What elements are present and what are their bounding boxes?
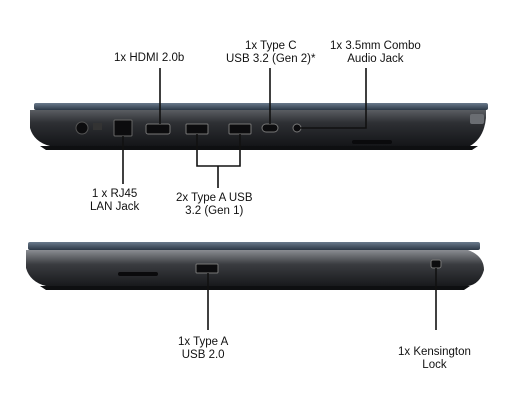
kensington-lock-icon	[430, 259, 442, 269]
type-c-label: 1x Type C USB 3.2 (Gen 2)*	[226, 40, 316, 65]
left-side-view	[30, 68, 488, 188]
audio-pointer	[300, 68, 367, 129]
power-indicator	[93, 123, 102, 130]
rj45-port-icon	[113, 119, 133, 137]
lid-edge	[34, 103, 488, 110]
vent	[352, 140, 392, 144]
vent	[118, 272, 158, 276]
chassis-base	[40, 146, 478, 150]
power-port-icon	[75, 121, 89, 135]
hinge	[470, 114, 484, 124]
lid-edge	[28, 242, 480, 250]
rj45-label: 1 x RJ45 LAN Jack	[90, 188, 140, 213]
chassis-base	[40, 286, 470, 290]
chassis-body	[30, 110, 486, 146]
usb-c-port-icon	[261, 123, 279, 133]
hdmi-port-icon	[145, 123, 171, 135]
type-a-usb-label: 2x Type A USB 3.2 (Gen 1)	[176, 192, 253, 217]
usb-2-port-icon	[195, 263, 219, 274]
usb-a-port-2-icon	[228, 123, 252, 135]
right-side-view	[26, 242, 484, 330]
audio-jack-icon	[292, 123, 302, 133]
chassis-body	[26, 250, 484, 286]
kensington-label: 1x Kensington Lock	[398, 346, 471, 371]
usb-a-port-1-icon	[185, 123, 209, 135]
usb-2-label: 1x Type A USB 2.0	[178, 336, 229, 361]
audio-jack-label: 1x 3.5mm Combo Audio Jack	[330, 40, 421, 65]
hdmi-label: 1x HDMI 2.0b	[114, 52, 185, 64]
